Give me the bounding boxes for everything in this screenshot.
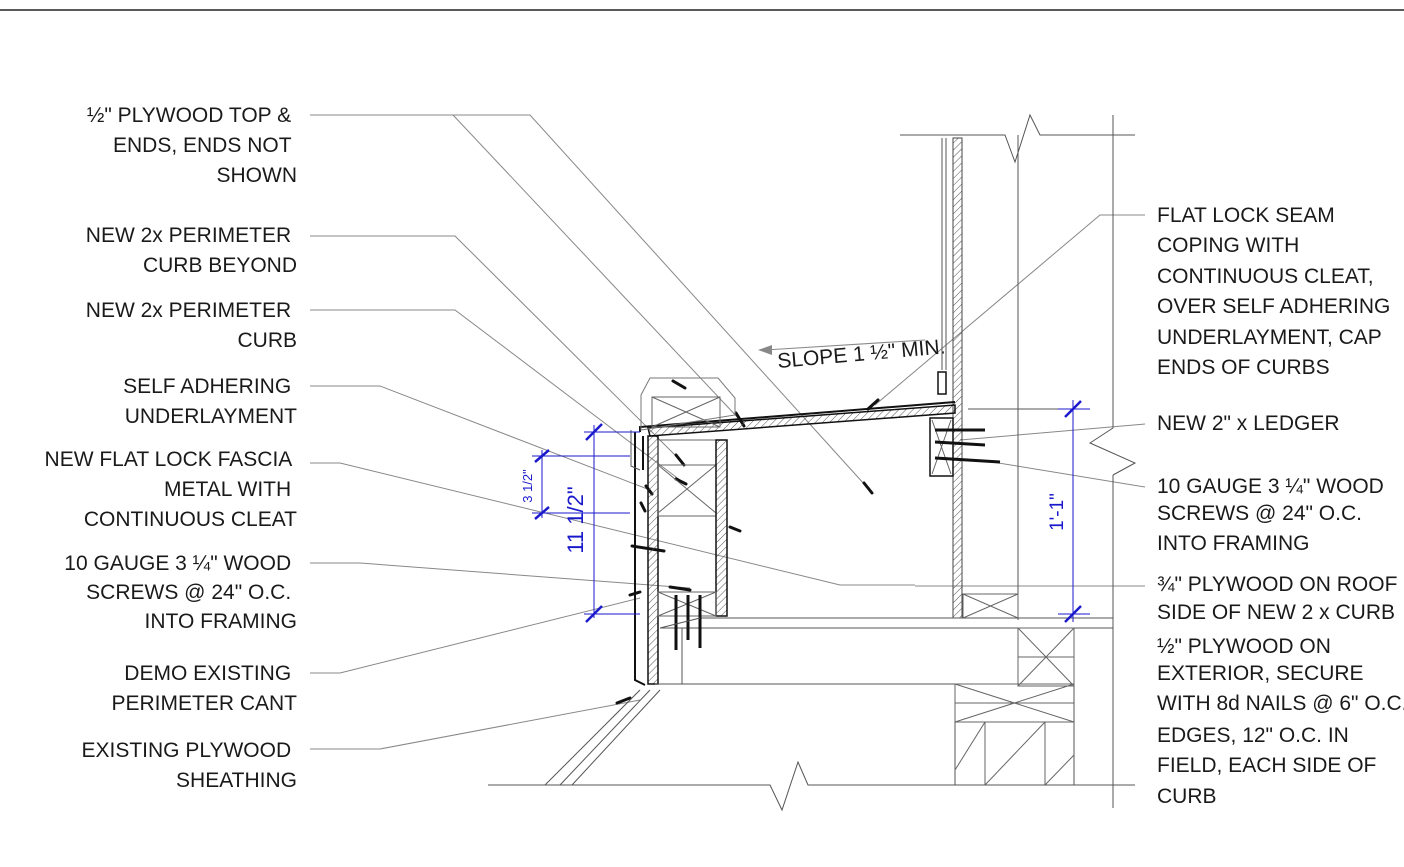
bottom-break-line [488, 760, 1135, 812]
label-plywood-top: ½" PLYWOOD TOP & ENDS, ENDS NOT SHOWN [87, 104, 297, 187]
label-demo-cant: DEMO EXISTING PERIMETER CANT [111, 662, 297, 715]
right-leader-lines [874, 214, 1146, 587]
label-perimeter-curb: NEW 2x PERIMETER CURB [86, 299, 297, 352]
right-labels: FLAT LOCK SEAM COPING WITH CONTINUOUS CL… [1157, 204, 1404, 808]
coping-leader-tick [866, 398, 880, 411]
dim-curb: 11 1/2" [563, 486, 588, 553]
perimeter-curb [544, 377, 736, 786]
dimension-lines [532, 400, 1090, 623]
dim-ledger: 1'-1" [1047, 493, 1068, 531]
existing-wall [655, 113, 1137, 808]
slope-note: SLOPE 1 ½" MIN. [776, 335, 946, 373]
label-curb-beyond: NEW 2x PERIMETER CURB BEYOND [86, 224, 297, 277]
label-self-adhering: SELF ADHERING UNDERLAYMENT [123, 375, 297, 428]
left-labels: ½" PLYWOOD TOP & ENDS, ENDS NOT SHOWN NE… [45, 104, 298, 792]
left-leader-lines [310, 114, 915, 750]
label-existing-sheathing: EXISTING PLYWOOD SHEATHING [82, 739, 298, 792]
label-ledger: NEW 2" x LEDGER [1157, 412, 1340, 435]
label-wood-screws-left: 10 GAUGE 3 ¼" WOOD SCREWS @ 24" O.C. INT… [64, 552, 297, 633]
dim-small: 3 1/2" [520, 469, 535, 503]
label-coping: FLAT LOCK SEAM COPING WITH CONTINUOUS CL… [1157, 204, 1396, 379]
label-wood-screws-right: 10 GAUGE 3 ¼" WOOD SCREWS @ 24" O.C. INT… [1157, 475, 1390, 555]
label-plywood-curb: ¾" PLYWOOD ON ROOF SIDE OF NEW 2 x CURB … [1157, 573, 1404, 808]
new-ledger [929, 408, 1075, 477]
roof-deck-and-coping [639, 401, 956, 470]
slope-arrow [758, 339, 926, 355]
label-fascia-metal: NEW FLAT LOCK FASCIA METAL WITH CONTINUO… [45, 448, 298, 531]
